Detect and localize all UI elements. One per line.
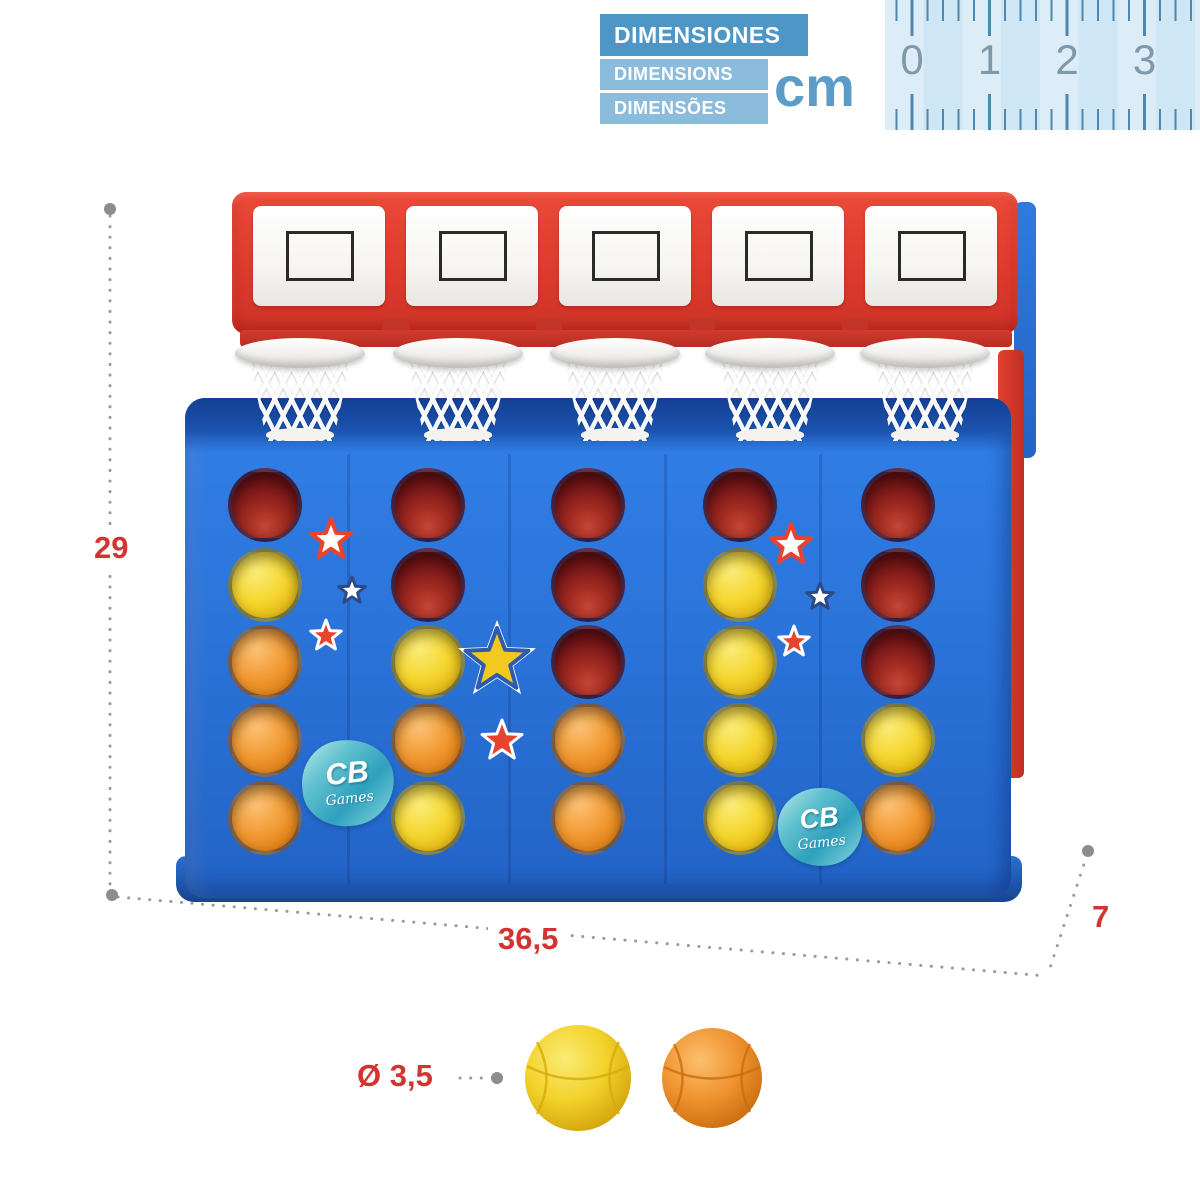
basket-rim	[705, 338, 835, 368]
orange-ball	[391, 703, 465, 777]
dimensions-label-pt: DIMENSÕES	[600, 93, 768, 124]
ruler-number: 3	[1132, 36, 1157, 83]
ruler-number: 0	[900, 36, 924, 83]
empty-hole	[551, 468, 625, 542]
yellow-ball	[228, 548, 302, 622]
basket-rim	[860, 338, 990, 368]
basket-hoop	[393, 338, 523, 444]
brand-logo-subtext: Games	[796, 832, 847, 854]
ruler-number: 2	[1055, 36, 1079, 83]
backboard-target-rect	[286, 231, 354, 281]
ruler: 0 1 2 3	[885, 0, 1200, 130]
basket-hoop	[235, 338, 365, 444]
empty-hole	[703, 468, 777, 542]
brand-logo-text: CB	[323, 754, 371, 793]
brand-logo-text: CB	[798, 801, 841, 836]
backboard-target-rect	[898, 231, 966, 281]
yellow-ball	[703, 781, 777, 855]
backboard-target-rect	[592, 231, 660, 281]
yellow-ball	[391, 625, 465, 699]
backboard	[253, 206, 385, 306]
orange-ball	[228, 781, 302, 855]
width-dimension-label: 36,5	[488, 919, 569, 959]
empty-hole	[861, 548, 935, 622]
orange-ball	[228, 625, 302, 699]
empty-hole	[228, 468, 302, 542]
orange-ball	[861, 781, 935, 855]
column-seam	[819, 454, 822, 884]
orange-ball	[228, 703, 302, 777]
empty-hole	[861, 625, 935, 699]
yellow-ball	[703, 548, 777, 622]
backboard-panel	[232, 192, 1018, 334]
ball-diameter-label: Ø 3,5	[357, 1058, 433, 1093]
basket-rim	[550, 338, 680, 368]
backboard	[712, 206, 844, 306]
column-seam	[664, 454, 667, 884]
backboard	[559, 206, 691, 306]
empty-hole	[391, 548, 465, 622]
basket-hoop	[705, 338, 835, 444]
empty-hole	[551, 625, 625, 699]
column-seam	[346, 454, 350, 884]
empty-hole	[391, 468, 465, 542]
orange-ball	[551, 781, 625, 855]
backboard	[865, 206, 997, 306]
dimensions-label-es: DIMENSIONES	[600, 14, 808, 56]
backboard-target-rect	[439, 231, 507, 281]
yellow-ball	[391, 781, 465, 855]
ruler-number: 1	[977, 36, 1002, 83]
game-body	[185, 398, 1011, 898]
basket-hoop	[550, 338, 680, 444]
unit-label: cm	[774, 55, 855, 118]
ball-grid	[185, 398, 1011, 898]
basket-hoop	[860, 338, 990, 444]
yellow-ball	[861, 703, 935, 777]
backboard	[406, 206, 538, 306]
basket-rim	[235, 338, 365, 368]
empty-hole	[551, 548, 625, 622]
ruler-ticks	[895, 0, 1192, 130]
backboard-target-rect	[745, 231, 813, 281]
height-dimension-label: 29	[86, 528, 137, 568]
dimensions-label-en: DIMENSIONS	[600, 59, 768, 90]
orange-ball	[551, 703, 625, 777]
depth-dimension-label: 7	[1092, 899, 1110, 934]
yellow-ball	[703, 625, 777, 699]
column-seam	[508, 454, 511, 884]
basket-rim	[393, 338, 523, 368]
yellow-ball	[703, 703, 777, 777]
empty-hole	[861, 468, 935, 542]
